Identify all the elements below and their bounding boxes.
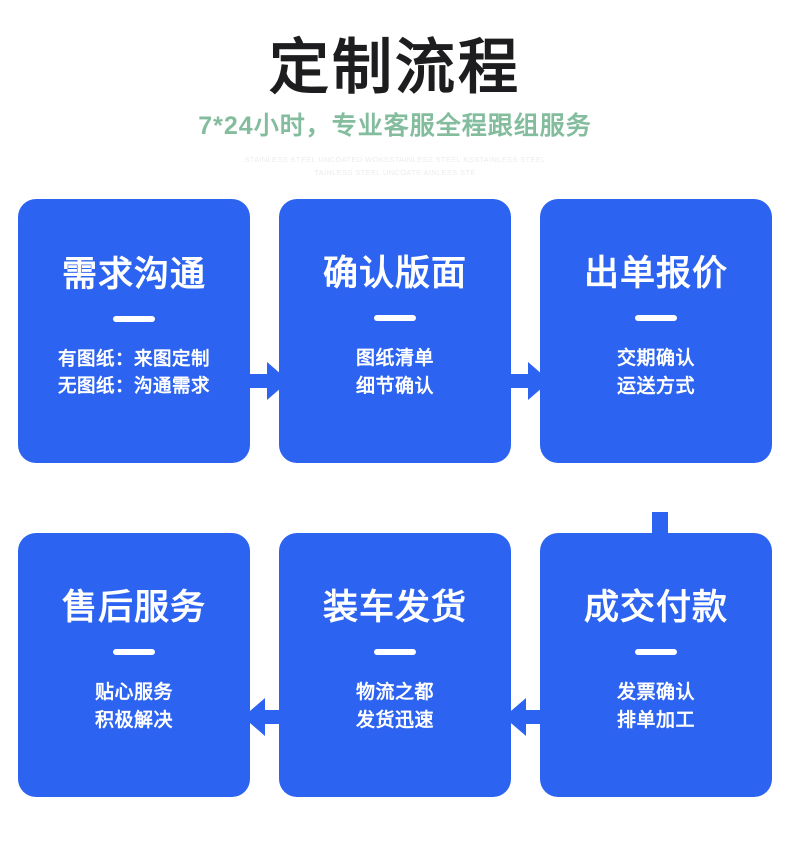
arrow-left-icon bbox=[504, 694, 550, 740]
page-header: 定制流程 7*24小时，专业客服全程跟组服务 STAINLESS STEEL U… bbox=[0, 0, 790, 179]
flow-step-detail-line: 有图纸：来图定制 bbox=[57, 348, 210, 370]
flow-step-title: 装车发货 bbox=[322, 587, 467, 627]
flow-step-detail-line: 排单加工 bbox=[616, 710, 695, 731]
flow-step-detail-line: 发货迅速 bbox=[355, 710, 434, 731]
flow-step-detail-line: 细节确认 bbox=[355, 376, 434, 397]
flow-step-detail-line: 物流之都 bbox=[355, 682, 434, 704]
flow-step-detail-line: 积极解决 bbox=[94, 710, 173, 731]
flow-step-details: 发票确认 排单加工 bbox=[617, 679, 695, 734]
watermark-line-1: STAINLESS STEEL UNCOATED WOKSSTAINLESS S… bbox=[244, 154, 546, 164]
flow-step-title: 需求沟通 bbox=[61, 254, 206, 294]
flow-step-title: 出单报价 bbox=[583, 253, 728, 293]
flow-step-card-2[interactable]: 确认版面 图纸清单 细节确认 bbox=[279, 198, 511, 463]
page-title: 定制流程 bbox=[269, 34, 521, 101]
flow-row-bottom: 售后服务 贴心服务 积极解决 装车发货 物流之都 发货迅速 成交付款 发票确认 … bbox=[18, 532, 772, 797]
arrow-left-icon bbox=[243, 694, 289, 740]
flow-step-details: 交期确认 运送方式 bbox=[617, 345, 695, 400]
flow-step-title: 成交付款 bbox=[583, 587, 728, 627]
divider-rule bbox=[374, 315, 416, 322]
divider-rule bbox=[635, 315, 677, 322]
flow-step-detail-line: 运送方式 bbox=[616, 376, 695, 397]
process-flow-diagram: 需求沟通 有图纸：来图定制 无图纸：沟通需求 确认版面 图纸清单 细节确认 出单… bbox=[0, 198, 790, 797]
arrow-right-icon bbox=[243, 358, 289, 404]
flow-step-title: 售后服务 bbox=[61, 587, 206, 627]
flow-step-card-5[interactable]: 装车发货 物流之都 发货迅速 bbox=[279, 532, 511, 797]
flow-step-card-4[interactable]: 成交付款 发票确认 排单加工 bbox=[540, 532, 772, 797]
flow-step-details: 有图纸：来图定制 无图纸：沟通需求 bbox=[58, 346, 210, 400]
flow-step-detail-line: 无图纸：沟通需求 bbox=[57, 375, 210, 396]
flow-step-detail-line: 发票确认 bbox=[616, 682, 695, 704]
flow-step-title: 确认版面 bbox=[322, 253, 467, 293]
divider-rule bbox=[635, 649, 677, 656]
divider-rule bbox=[374, 649, 416, 656]
arrow-right-icon bbox=[504, 358, 550, 404]
flow-step-details: 贴心服务 积极解决 bbox=[95, 679, 173, 734]
divider-rule bbox=[113, 649, 155, 656]
flow-step-card-3[interactable]: 出单报价 交期确认 运送方式 bbox=[540, 198, 772, 463]
watermark-text: STAINLESS STEEL UNCOATED WOKSSTAINLESS S… bbox=[0, 153, 790, 179]
flow-step-details: 物流之都 发货迅速 bbox=[356, 679, 434, 734]
flow-step-detail-line: 交期确认 bbox=[616, 348, 695, 370]
page-subtitle: 7*24小时，专业客服全程跟组服务 bbox=[198, 112, 592, 140]
flow-step-detail-line: 图纸清单 bbox=[355, 348, 434, 370]
watermark-line-2: TAINLESS STEEL UNCOATE AINLESS STE bbox=[314, 167, 476, 177]
flow-step-details: 图纸清单 细节确认 bbox=[356, 345, 434, 400]
flow-row-top: 需求沟通 有图纸：来图定制 无图纸：沟通需求 确认版面 图纸清单 细节确认 出单… bbox=[18, 198, 772, 463]
flow-step-detail-line: 贴心服务 bbox=[94, 682, 173, 704]
flow-step-card-6[interactable]: 售后服务 贴心服务 积极解决 bbox=[18, 532, 250, 797]
flow-step-card-1[interactable]: 需求沟通 有图纸：来图定制 无图纸：沟通需求 bbox=[18, 198, 250, 463]
divider-rule bbox=[113, 316, 155, 323]
